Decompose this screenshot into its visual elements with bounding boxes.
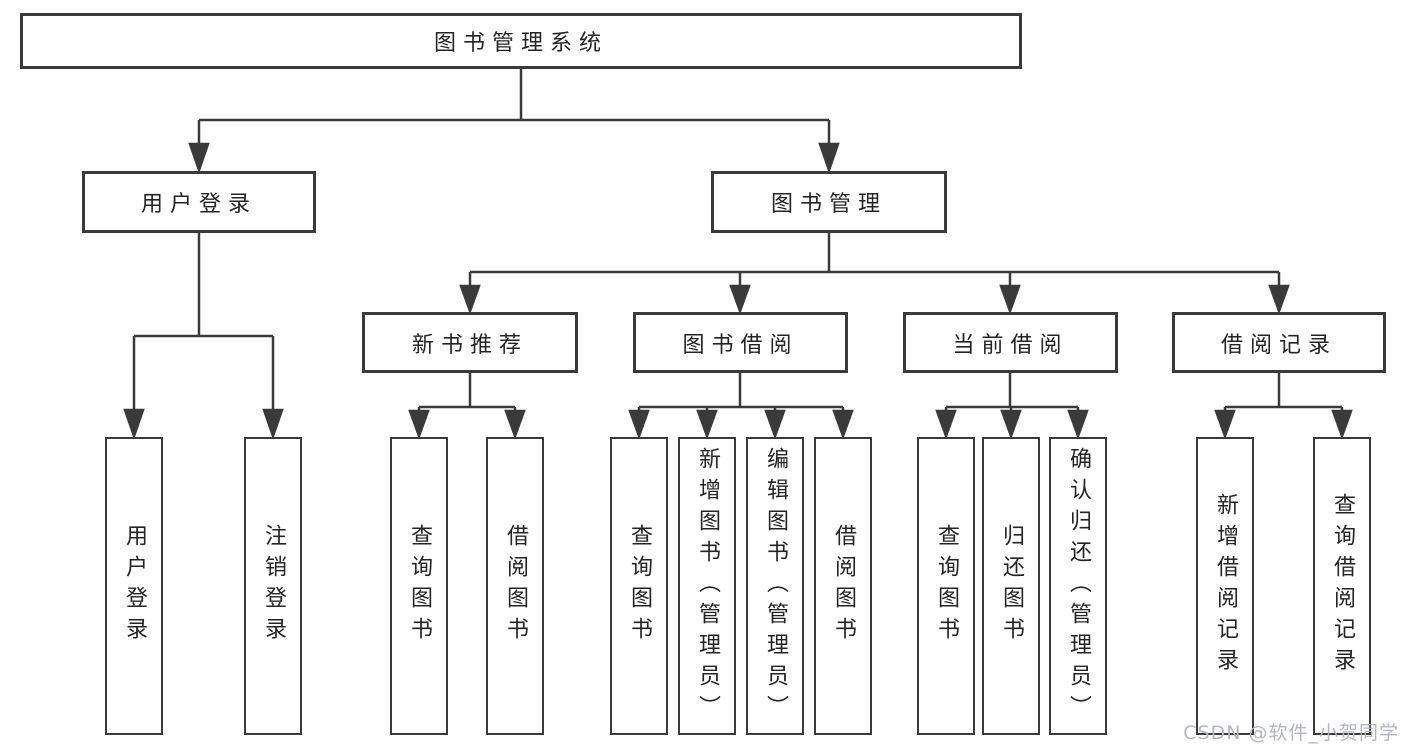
- csdn-watermark: CSDN @软件_小贺同学: [1183, 722, 1399, 744]
- leaf-user-login: 用户登录: [105, 437, 163, 735]
- leaf-query-books-recommend: 查询图书: [390, 437, 448, 735]
- node-new-book-recommend: 新书推荐: [362, 312, 578, 373]
- leaf-add-books-admin: 新增图书（管理员）: [678, 437, 736, 735]
- connector-currentborrow-to-leaves: [935, 372, 1089, 440]
- connector-userlogin-to-leaves: [123, 232, 284, 440]
- leaf-edit-books-admin: 编辑图书（管理员）: [746, 437, 804, 735]
- node-user-login: 用户登录: [82, 171, 316, 233]
- connector-bookmgmt-to-sections: [459, 232, 1290, 315]
- connector-newbook-to-leaves: [408, 372, 526, 440]
- leaf-return-books: 归还图书: [982, 437, 1040, 735]
- node-borrow-records: 借阅记录: [1172, 312, 1386, 373]
- connector-borrowrecords-to-leaves: [1214, 372, 1353, 440]
- connector-root-to-level2: [188, 68, 840, 174]
- node-book-management: 图书管理: [711, 171, 947, 233]
- connector-bookborrow-to-leaves: [628, 372, 854, 440]
- leaf-confirm-return-admin: 确认归还（管理员）: [1049, 437, 1107, 735]
- leaf-query-borrow-record: 查询借阅记录: [1313, 437, 1371, 735]
- leaf-borrow-books-recommend: 借阅图书: [486, 437, 544, 735]
- leaf-borrow-books: 借阅图书: [814, 437, 872, 735]
- node-current-borrow: 当前借阅: [903, 312, 1118, 373]
- node-book-borrow: 图书借阅: [633, 312, 848, 373]
- leaf-logout-login: 注销登录: [244, 437, 302, 735]
- leaf-query-books-borrow: 查询图书: [610, 437, 668, 735]
- node-root-system: 图书管理系统: [20, 13, 1022, 69]
- leaf-add-borrow-record: 新增借阅记录: [1196, 437, 1254, 735]
- leaf-query-books-current: 查询图书: [917, 437, 975, 735]
